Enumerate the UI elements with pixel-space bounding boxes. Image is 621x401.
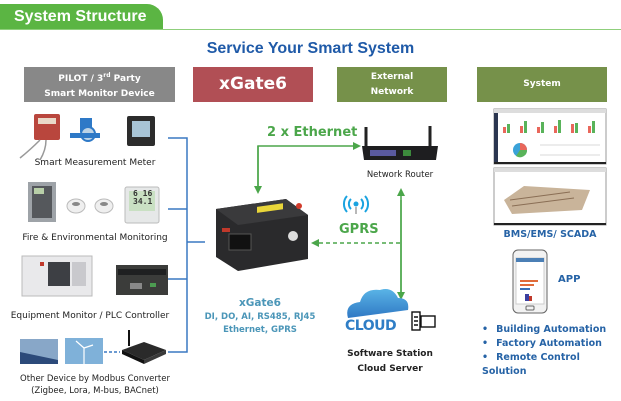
section-title: System Structure bbox=[14, 8, 147, 25]
solar-panel-icon bbox=[20, 339, 58, 364]
dashboard-screenshot bbox=[493, 108, 607, 165]
smoke-detector-icon bbox=[94, 198, 114, 214]
column-header-system: System bbox=[477, 67, 607, 102]
plc-icon bbox=[116, 265, 168, 295]
thermostat-icon bbox=[124, 186, 160, 224]
device-label-plc: Equipment Monitor / PLC Controller bbox=[10, 311, 170, 321]
column-header-xgate: xGate6 bbox=[193, 67, 313, 102]
section-tab bbox=[0, 4, 163, 30]
device-label-meter: Smart Measurement Meter bbox=[34, 158, 156, 168]
floorplan-screenshot bbox=[493, 167, 607, 226]
water-meter-icon bbox=[70, 118, 100, 142]
xgate6-device-icon bbox=[216, 199, 308, 271]
header-divider bbox=[0, 29, 621, 30]
wireless-signal-icon bbox=[343, 195, 369, 214]
solution-list: •Building Automation •Factory Automation… bbox=[482, 323, 621, 379]
wind-turbine-icon bbox=[65, 338, 103, 364]
gateway-specs: DI, DO, AI, RS485, RJ45 Ethernet, GPRS bbox=[204, 312, 316, 335]
ethernet-label: 2 x Ethernet bbox=[267, 125, 358, 140]
page-headline: Service Your Smart System bbox=[206, 40, 415, 57]
gprs-label: GPRS bbox=[339, 222, 379, 237]
cloud-server-label: Software Station Cloud Server bbox=[347, 349, 433, 374]
cnc-machine-icon bbox=[21, 255, 93, 297]
device-label-modbus: Other Device by Modbus Converter (Zigbee… bbox=[20, 374, 170, 396]
ethernet-link bbox=[254, 142, 361, 194]
app-label: APP bbox=[558, 274, 581, 285]
solution-item: •Remote Control Solution bbox=[482, 352, 580, 377]
pilot-line2: Smart Monitor Device bbox=[44, 88, 155, 99]
pilot-line1: PILOT / 3rd Party bbox=[58, 71, 141, 84]
heat-meter-icon bbox=[19, 114, 60, 161]
modbus-converter-icon bbox=[122, 330, 166, 364]
column-header-pilot: PILOT / 3rd Party Smart Monitor Device bbox=[24, 67, 175, 102]
network-router-icon bbox=[362, 126, 438, 160]
smoke-detector-icon bbox=[66, 198, 86, 214]
router-label: Network Router bbox=[366, 170, 434, 180]
solution-item: •Factory Automation bbox=[482, 338, 602, 349]
scada-label: BMS/EMS/ SCADA bbox=[503, 229, 597, 240]
cloud-logo-text: CLOUD bbox=[345, 318, 397, 334]
device-bus bbox=[168, 137, 205, 353]
device-label-fire: Fire & Environmental Monitoring bbox=[22, 233, 168, 243]
smartphone-app-icon bbox=[512, 249, 548, 314]
fire-panel-icon bbox=[28, 182, 56, 222]
thermostat-display: 6 16 34.1 bbox=[133, 189, 153, 206]
server-computer-icon bbox=[411, 311, 436, 331]
power-meter-icon bbox=[127, 116, 155, 146]
cloud-icon bbox=[347, 289, 409, 318]
gateway-name: xGate6 bbox=[239, 297, 281, 309]
solution-item: •Building Automation bbox=[482, 324, 607, 335]
